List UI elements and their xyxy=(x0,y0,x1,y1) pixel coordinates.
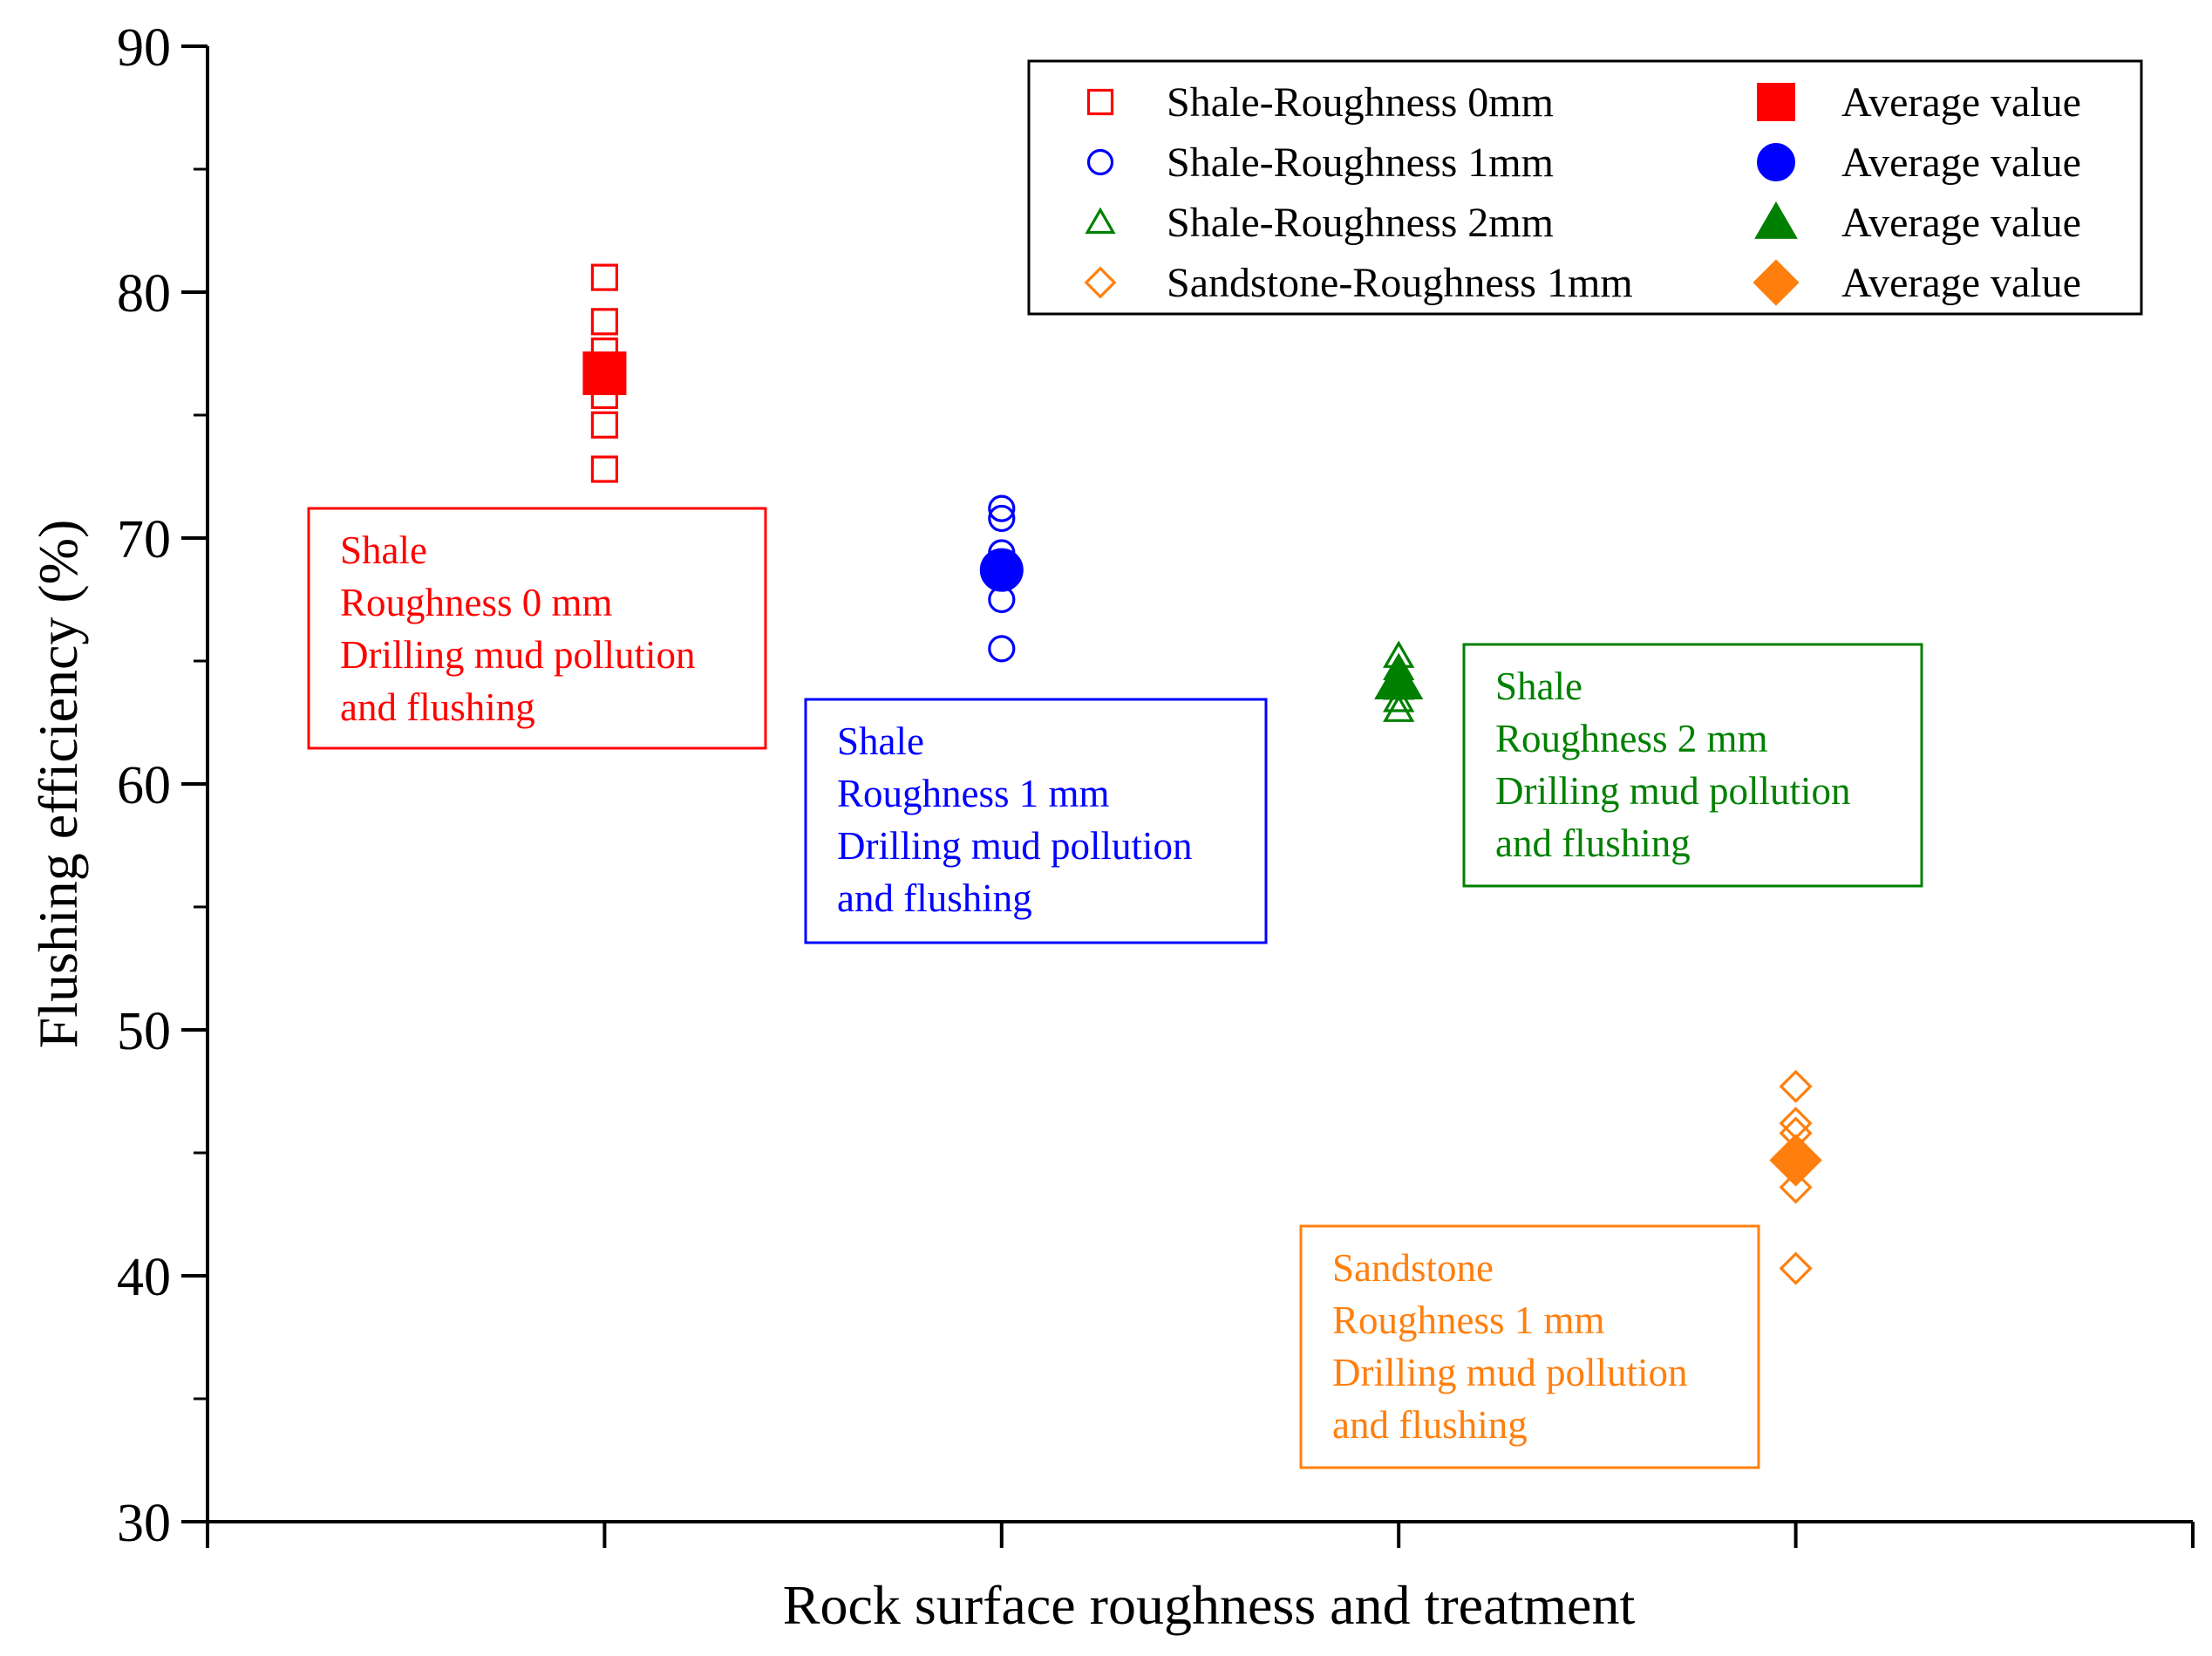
y-tick-label: 40 xyxy=(117,1248,171,1307)
average-point xyxy=(1769,1134,1822,1187)
data-point xyxy=(988,635,1016,663)
annotation-text: Shale xyxy=(340,528,427,572)
legend-label: Shale-Roughness 1mm xyxy=(1167,140,1554,186)
annotation-text: Sandstone xyxy=(1332,1246,1494,1290)
y-tick-label: 60 xyxy=(117,756,171,815)
legend-label: Sandstone-Roughness 1mm xyxy=(1167,260,1633,306)
y-tick-label: 50 xyxy=(117,1002,171,1061)
legend-marker xyxy=(1085,207,1116,235)
y-axis-label: Flushing efficiency (%) xyxy=(27,520,89,1049)
annotation-text: and flushing xyxy=(837,876,1032,920)
annotation-text: Roughness 1 mm xyxy=(1332,1298,1605,1342)
data-point xyxy=(1383,694,1415,722)
annotation-text: and flushing xyxy=(1332,1403,1528,1447)
y-tick-label: 90 xyxy=(117,18,171,78)
annotation-text: Shale xyxy=(837,719,924,763)
legend-frame xyxy=(1027,59,2143,316)
legend-average-marker xyxy=(1757,83,1795,121)
average-point xyxy=(979,548,1024,592)
data-point xyxy=(590,455,619,483)
annotation-text: Drilling mud pollution xyxy=(1495,769,1851,813)
legend-average-label: Average value xyxy=(1841,140,2081,186)
annotation-text: Roughness 1 mm xyxy=(837,772,1110,815)
data-point xyxy=(988,504,1016,533)
annotation-text: Drilling mud pollution xyxy=(837,824,1193,868)
legend-marker xyxy=(1086,88,1114,116)
annotation-text: and flushing xyxy=(340,685,535,729)
annotation-frame xyxy=(804,698,1268,944)
legend-average-marker xyxy=(1754,201,1798,239)
legend-average-label: Average value xyxy=(1841,79,2081,126)
annotation-text: Roughness 0 mm xyxy=(340,581,613,624)
data-point xyxy=(1779,1251,1813,1285)
data-points xyxy=(582,263,1822,1285)
legend-average-label: Average value xyxy=(1841,260,2081,306)
annotation-frame xyxy=(1299,1224,1760,1469)
data-point xyxy=(590,263,619,291)
data-point xyxy=(1779,1107,1813,1141)
y-tick-label: 80 xyxy=(117,264,171,324)
annotation-text: Drilling mud pollution xyxy=(1332,1351,1688,1394)
legend-marker xyxy=(1084,266,1117,299)
x-axis-label: Rock surface roughness and treatment xyxy=(783,1574,1636,1636)
annotation-frame xyxy=(307,507,767,750)
annotation-text: and flushing xyxy=(1495,821,1691,865)
legend-label: Shale-Roughness 2mm xyxy=(1167,200,1554,246)
y-tick-label: 70 xyxy=(117,510,171,569)
annotation-text: Roughness 2 mm xyxy=(1495,717,1768,760)
legend-marker xyxy=(1086,148,1114,176)
average-point xyxy=(582,351,627,396)
data-point xyxy=(1779,1170,1813,1204)
legend-average-marker xyxy=(1753,259,1800,306)
annotation-frame xyxy=(1462,643,1923,888)
data-point xyxy=(988,494,1016,522)
legend-average-label: Average value xyxy=(1841,200,2081,246)
average-point xyxy=(1374,657,1424,699)
annotation-text: Drilling mud pollution xyxy=(340,633,696,677)
legend-label: Shale-Roughness 0mm xyxy=(1167,79,1554,126)
legend-average-marker xyxy=(1757,143,1795,181)
data-point xyxy=(1779,1069,1813,1103)
data-point xyxy=(590,411,619,439)
annotation-text: Shale xyxy=(1495,664,1582,708)
y-tick-label: 30 xyxy=(117,1494,171,1553)
data-point xyxy=(590,308,619,336)
